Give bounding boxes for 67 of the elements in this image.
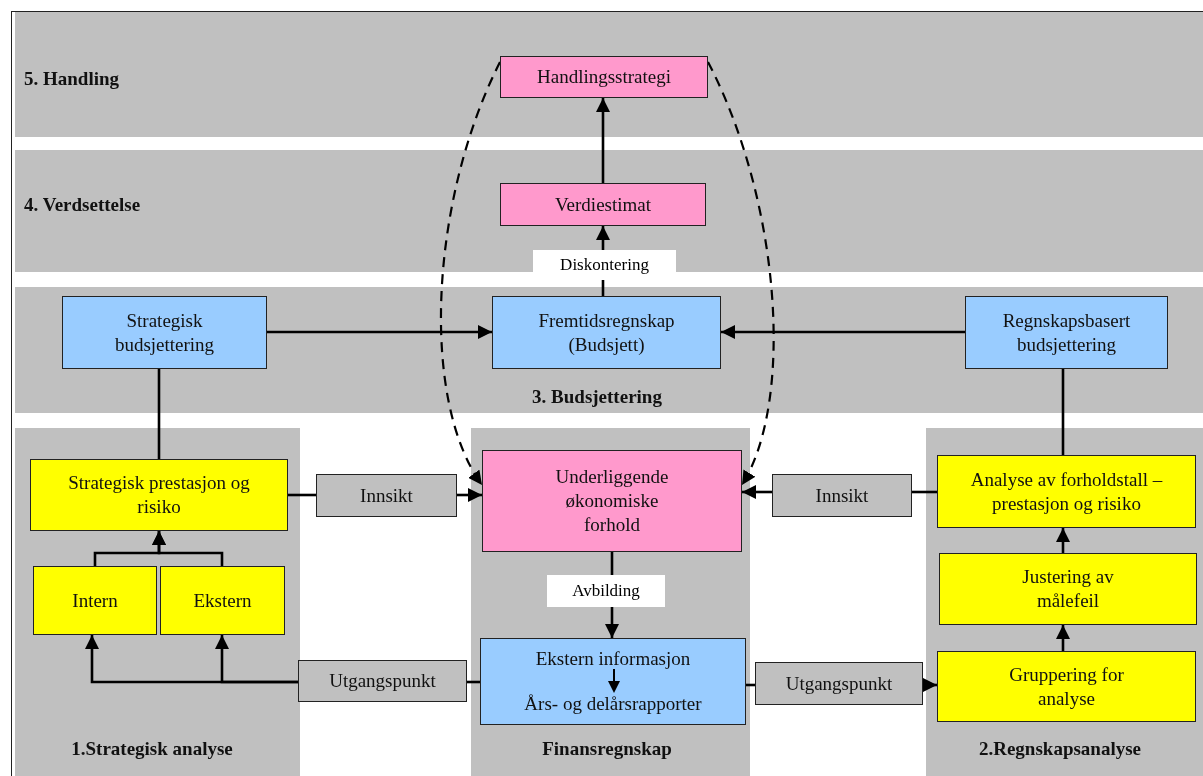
box-text: Verdiestimat [554,192,652,217]
box-text: Innsikt [814,483,870,508]
stage-band [926,428,1203,776]
process-box [160,566,285,635]
box-text: Ekstern informasjon [534,647,692,671]
arrow [215,635,298,684]
connector-line [288,493,316,497]
box-text: Strategisk budsjettering [113,308,216,357]
arrow [267,325,492,339]
stage-band [15,428,300,776]
box-text: Justering av målefeil [1021,565,1115,613]
connector-line [746,683,755,687]
process-box [937,455,1196,528]
box-text: Underliggende økonomiske forhold [554,465,670,537]
arrow [1056,528,1070,553]
stage-heading: 3. Budsjettering [532,386,662,408]
stage-band [15,287,1203,413]
box-text: Gruppering for analyse [1008,662,1125,711]
arrow [923,678,937,692]
connector-box [298,660,467,702]
connector-box [755,662,923,705]
process-box [939,553,1197,625]
stage-heading: 1.Strategisk analyse [71,738,233,760]
arrow [596,98,610,183]
process-box [482,450,742,552]
process-box [480,638,746,725]
process-box [33,566,157,635]
arrow [152,531,224,566]
box-text: Intern [71,588,119,613]
stage-heading: 5. Handling [24,68,120,90]
box-text: Fremtidsregnskap (Budsjett) [537,308,676,357]
process-box [937,651,1196,722]
box-text: Ekstern [192,588,253,613]
box-text: Års- og delårsrapporter [523,692,703,716]
process-box [492,296,721,369]
box-text: Analyse av forholdstall – prestasjon og risiko [969,467,1164,516]
connector-box [316,474,457,517]
connector-box [772,474,912,517]
process-box [30,459,288,531]
arrow [1056,625,1070,651]
dashed-arrow [440,61,501,486]
stage-heading: 2.Regnskapsanalyse [978,738,1142,760]
process-box [500,183,706,226]
dashed-arrow [707,61,775,486]
arrow [457,488,482,502]
stage-heading: Finansregnskap [542,738,672,760]
stage-heading: 4. Verdsettelse [24,194,141,216]
box-text: Handlingsstrategi [536,65,672,89]
connector-line [467,680,480,684]
connector-line [912,490,937,494]
box-text: Utgangspunkt [784,671,894,696]
connector-line [1061,369,1065,455]
edge-label: Diskontering [533,250,676,280]
box-text: Regnskapsbasert budsjettering [1001,308,1132,357]
arrow [721,325,965,339]
box-text: Utgangspunkt [328,669,437,693]
arrow [742,485,772,499]
stage-band [15,150,1203,272]
process-box [965,296,1168,369]
connector-line [157,369,161,459]
edge-label: Avbilding [547,575,665,607]
process-box [62,296,267,369]
box-text: Strategisk prestasjon og risiko [67,471,251,519]
box-text: Innsikt [359,483,414,508]
stage-band [471,428,750,776]
process-box [500,56,708,98]
stage-band [15,12,1203,137]
